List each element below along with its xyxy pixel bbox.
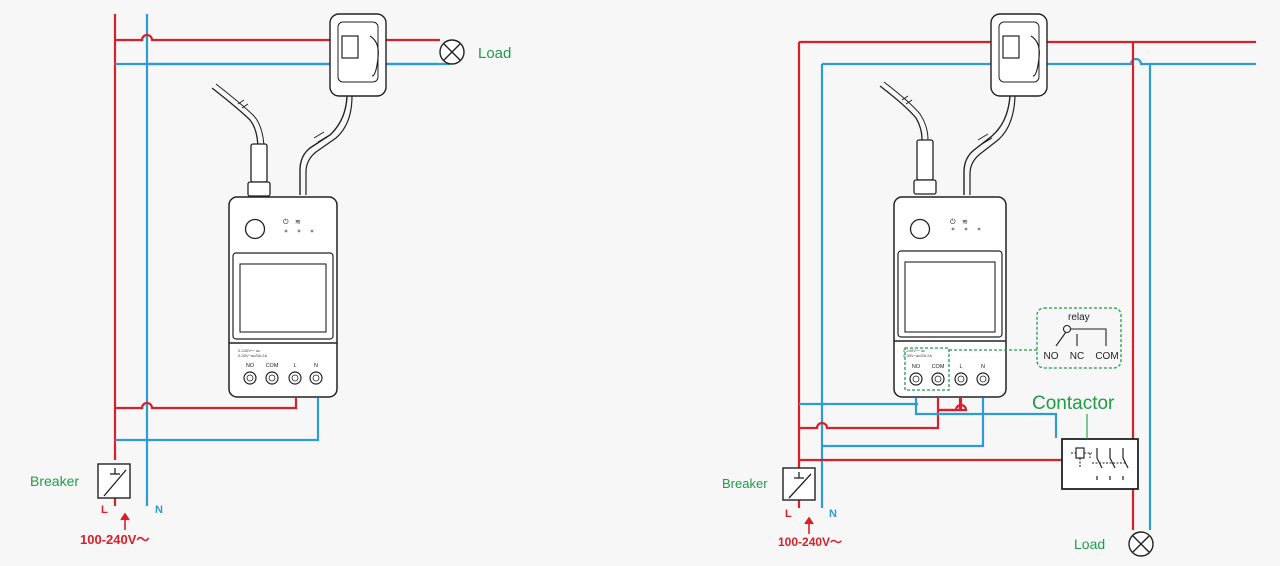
left-load-label: Load xyxy=(478,45,511,62)
right-diagram: ⏻ ≋ 0-240V～ ac 0-30V~ac/5A 2A NO COM L N xyxy=(722,13,1256,557)
right-breaker-icon xyxy=(782,467,816,501)
svg-text:0-30V~ac/5A 2A: 0-30V~ac/5A 2A xyxy=(238,353,267,358)
right-device-button[interactable] xyxy=(909,218,931,240)
left-terminal-label-n: N xyxy=(314,363,318,369)
right-terminal-com[interactable] xyxy=(931,372,945,386)
contactor-label: Contactor xyxy=(1032,393,1115,414)
left-breaker-icon xyxy=(97,463,131,499)
right-live-to-com xyxy=(799,398,940,430)
right-power-cable xyxy=(879,81,937,195)
left-neutral-to-device xyxy=(115,398,320,442)
left-power-cable xyxy=(211,83,271,197)
right-terminal-label-no: NO xyxy=(912,364,921,370)
left-device-screen xyxy=(239,263,327,333)
left-load-lamp-icon xyxy=(439,39,465,65)
right-breaker-label: Breaker xyxy=(722,476,768,491)
right-terminal-label-com: COM xyxy=(932,364,945,370)
left-voltage-label: 100-240V～ xyxy=(80,532,149,547)
relay-label: relay xyxy=(1068,312,1090,323)
left-terminal-l[interactable] xyxy=(288,371,302,385)
left-supply-arrow-icon xyxy=(120,512,130,530)
left-terminal-label-l: L xyxy=(293,363,296,369)
right-wifi-icon: ≋ xyxy=(962,219,968,226)
left-device-button[interactable] xyxy=(244,218,266,240)
left-power-icon: ⏻ xyxy=(283,218,289,226)
left-breaker-label: Breaker xyxy=(30,473,79,489)
left-n-label: N xyxy=(155,504,163,516)
right-terminal-n[interactable] xyxy=(976,372,990,386)
left-wifi-icon: ≋ xyxy=(295,219,301,226)
relay-terminals-highlight xyxy=(904,347,950,391)
contactor-icon xyxy=(1061,438,1139,490)
right-n-label: N xyxy=(829,508,837,520)
right-power-icon: ⏻ xyxy=(950,218,956,226)
right-terminal-no[interactable] xyxy=(909,372,923,386)
left-live-to-load xyxy=(115,33,440,42)
svg-text:0-240V～ ac: 0-240V～ ac xyxy=(238,348,260,353)
relay-contact-icon xyxy=(1062,324,1072,334)
right-load-label: Load xyxy=(1074,536,1105,552)
left-ct-clamp-icon xyxy=(299,13,387,195)
relay-callout: relay NO NC COM xyxy=(1036,307,1122,369)
right-terminal-label-n: N xyxy=(981,364,985,370)
relay-nc-label: NC xyxy=(1070,351,1084,362)
right-terminal-l[interactable] xyxy=(954,372,968,386)
left-diagram: Load ⏻ ≋ xyxy=(30,13,511,547)
svg-text:0-240V～ ac: 0-240V～ ac xyxy=(903,348,925,353)
left-terminal-label-com: COM xyxy=(266,363,279,369)
svg-text:0-30V~ac/5A 2A: 0-30V~ac/5A 2A xyxy=(903,353,932,358)
left-l-label: L xyxy=(101,504,108,516)
left-meter-device: ⏻ ≋ 0-240V～ ac 0-30V~ac/5A 2A NO COM L N xyxy=(228,196,338,398)
relay-no-label: NO xyxy=(1044,351,1059,362)
right-supply-arrow-icon xyxy=(804,516,814,534)
right-meter-device: ⏻ ≋ 0-240V～ ac 0-30V~ac/5A 2A NO COM L N xyxy=(893,196,1007,398)
right-ct-clamp-icon xyxy=(963,13,1048,195)
left-terminal-com[interactable] xyxy=(265,371,279,385)
left-terminal-no[interactable] xyxy=(243,371,257,385)
right-no-to-contactor xyxy=(914,398,1058,438)
right-terminal-label-l: L xyxy=(959,364,962,370)
right-voltage-label: 100-240V～ xyxy=(778,535,842,549)
left-terminal-label-no: NO xyxy=(246,363,255,369)
left-live-to-device xyxy=(115,398,298,410)
right-load-lamp-icon xyxy=(1128,531,1154,557)
right-device-screen xyxy=(904,261,996,333)
right-l-label: L xyxy=(785,508,792,520)
relay-com-label: COM xyxy=(1095,351,1118,362)
left-terminal-n[interactable] xyxy=(309,371,323,385)
right-neutral-top xyxy=(822,57,1256,66)
